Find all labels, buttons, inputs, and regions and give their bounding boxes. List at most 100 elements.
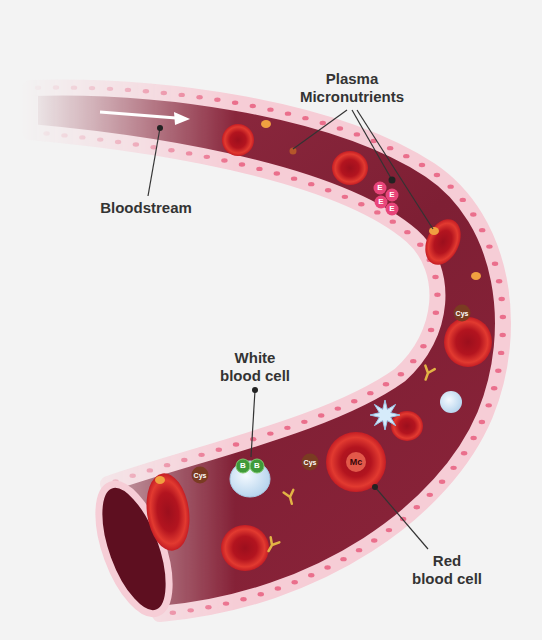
wall-cell <box>97 137 103 141</box>
wall-cell <box>403 154 409 158</box>
cell-tag: B <box>254 462 260 470</box>
wall-cell <box>274 171 280 175</box>
wall-cell <box>250 104 256 108</box>
cell-tag: Cys <box>456 310 469 317</box>
wall-cell <box>164 463 170 467</box>
inner-edge-guide <box>30 132 437 484</box>
wall-cell <box>479 228 485 232</box>
platelet-star <box>370 400 400 430</box>
wall-cell <box>240 597 246 601</box>
cell-tag: E <box>377 184 382 192</box>
wall-cell <box>61 133 67 137</box>
wall-cell <box>410 359 416 363</box>
leader-dot <box>252 387 258 393</box>
wall-cell <box>204 155 210 159</box>
antibody <box>264 537 279 553</box>
wall-cell <box>179 93 185 97</box>
red-blood-cell <box>222 124 254 156</box>
cysteine-dot <box>454 305 471 322</box>
wall-cell <box>275 586 281 590</box>
wall-cell <box>371 538 377 542</box>
b-vitamin-dot <box>250 459 264 473</box>
wall-cell <box>460 198 466 202</box>
callout-label: White blood cell <box>215 349 295 385</box>
red-blood-cell <box>142 470 194 553</box>
b-vitamin-dot <box>236 459 250 473</box>
wall-cell <box>450 466 456 470</box>
flow-arrow <box>100 112 190 125</box>
wall-cell <box>492 262 498 266</box>
wall-cell <box>239 162 245 166</box>
wall-cell <box>398 372 404 376</box>
wall-cell <box>147 468 153 472</box>
wall-cell <box>53 85 59 89</box>
wall-cell <box>115 140 121 144</box>
wall-cell <box>43 131 49 135</box>
wall-cell <box>181 458 187 462</box>
wall-cell <box>470 436 476 440</box>
leader-dot <box>372 484 378 490</box>
wall-cell <box>187 608 193 612</box>
wall-cell <box>340 557 346 561</box>
nutrient-particle <box>471 272 481 280</box>
wall-cell <box>89 86 95 90</box>
cell-tag: Cys <box>194 472 207 479</box>
cell-tag: E <box>378 198 383 206</box>
wall-cell <box>434 293 440 297</box>
wall-cell <box>414 505 420 509</box>
cell-tag: B <box>240 462 246 470</box>
wall-cell <box>256 167 262 171</box>
leader-dots <box>157 125 396 490</box>
wall-cell <box>196 95 202 99</box>
wall-cell <box>498 351 504 355</box>
leader-dot <box>389 177 396 184</box>
nutrient-particle <box>261 120 271 128</box>
cell-tag: E <box>389 191 394 199</box>
nutrient-particle <box>429 227 439 235</box>
wall-cell <box>354 132 360 136</box>
wall-cell <box>291 176 297 180</box>
wall-cell <box>434 173 440 177</box>
wall-cell <box>439 479 445 483</box>
wall-cell <box>358 202 364 206</box>
wall-cell <box>198 453 204 457</box>
red-blood-cell <box>444 317 492 367</box>
wall-cell <box>367 391 373 395</box>
wall-cell <box>496 279 502 283</box>
wall-cell <box>216 448 222 452</box>
leader-line <box>375 487 428 549</box>
wall-cell <box>432 275 438 279</box>
nutrient-particle <box>155 476 165 484</box>
leader-lines <box>148 110 433 549</box>
arrow-shaft <box>100 112 176 118</box>
e-vitamin-dot <box>374 182 387 195</box>
wall-cell <box>387 146 393 150</box>
blood-cells <box>142 120 492 571</box>
wall-cell <box>186 151 192 155</box>
arrow-head <box>174 112 190 125</box>
wall-cell <box>417 242 423 246</box>
wall-cell <box>221 158 227 162</box>
leader-line <box>251 390 255 457</box>
wall-cell <box>233 442 239 446</box>
wall-cell <box>143 89 149 93</box>
leader-line <box>148 128 160 196</box>
wall-cell <box>351 399 357 403</box>
cell-tag: Mc <box>350 458 363 467</box>
wall-cell <box>205 605 211 609</box>
wall-cell <box>486 244 492 248</box>
nutrient-particle <box>346 452 366 472</box>
cysteine-dot <box>192 467 209 484</box>
cell-tag: E <box>389 205 394 213</box>
wall-cell <box>267 107 273 111</box>
wall-cell <box>374 210 380 214</box>
wall-cell <box>495 368 501 372</box>
wall-cell <box>428 328 434 332</box>
wall-cell <box>335 406 341 410</box>
callout-label: Plasma Micronutrients <box>292 70 412 106</box>
e-vitamin-dot <box>386 189 399 202</box>
wall-cell <box>107 87 113 91</box>
wall-cell <box>470 212 476 216</box>
